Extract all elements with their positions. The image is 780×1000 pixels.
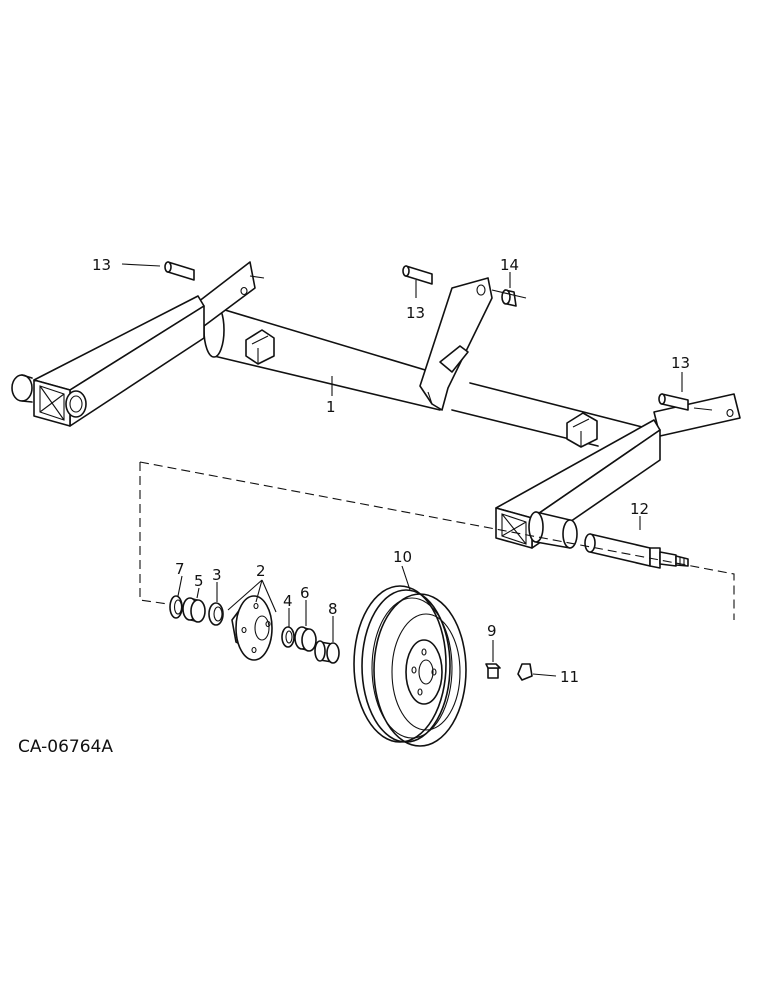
assembly-dashed-line	[139, 461, 735, 620]
callout-7: 7	[175, 560, 185, 578]
callout-5: 5	[194, 572, 204, 590]
callout-10: 10	[393, 548, 412, 566]
wheel-rim	[353, 585, 467, 747]
callout-13-right: 13	[671, 354, 690, 372]
right-arm	[495, 393, 741, 549]
left-arm	[11, 261, 256, 427]
callout-8: 8	[328, 600, 338, 618]
bearing-cone	[182, 597, 206, 623]
pin-left	[164, 261, 195, 281]
callout-6: 6	[300, 584, 310, 602]
callout-9: 9	[487, 622, 497, 640]
callout-1: 1	[326, 398, 336, 416]
center-mounting-plate	[419, 277, 493, 411]
callout-14: 14	[500, 256, 519, 274]
right-clevis-bracket	[566, 412, 598, 448]
dust-cap	[314, 640, 340, 664]
drawing-code: CA-06764A	[18, 737, 113, 757]
bearing-cup-outer	[281, 626, 295, 648]
pin-center	[402, 265, 433, 285]
leader-lines	[121, 263, 713, 677]
outer-bearing-cone	[294, 626, 317, 652]
pin-right	[658, 393, 689, 411]
callout-12: 12	[630, 500, 649, 518]
left-clevis-bracket	[245, 329, 275, 365]
callout-13-center: 13	[406, 304, 425, 322]
callout-3: 3	[212, 566, 222, 584]
spindle	[584, 533, 689, 569]
callout-11: 11	[560, 668, 579, 686]
wheel-bolt	[485, 663, 501, 679]
grease-fitting	[517, 663, 533, 681]
callout-2: 2	[256, 562, 266, 580]
seal	[169, 595, 183, 619]
bearing-cup-inner	[208, 602, 224, 626]
hub	[231, 595, 273, 661]
callouts: 13 13 13 14 1 12 7 5 3 2 4 6 8 10 9 11	[92, 256, 690, 686]
callout-4: 4	[283, 592, 293, 610]
callout-13-left: 13	[92, 256, 111, 274]
